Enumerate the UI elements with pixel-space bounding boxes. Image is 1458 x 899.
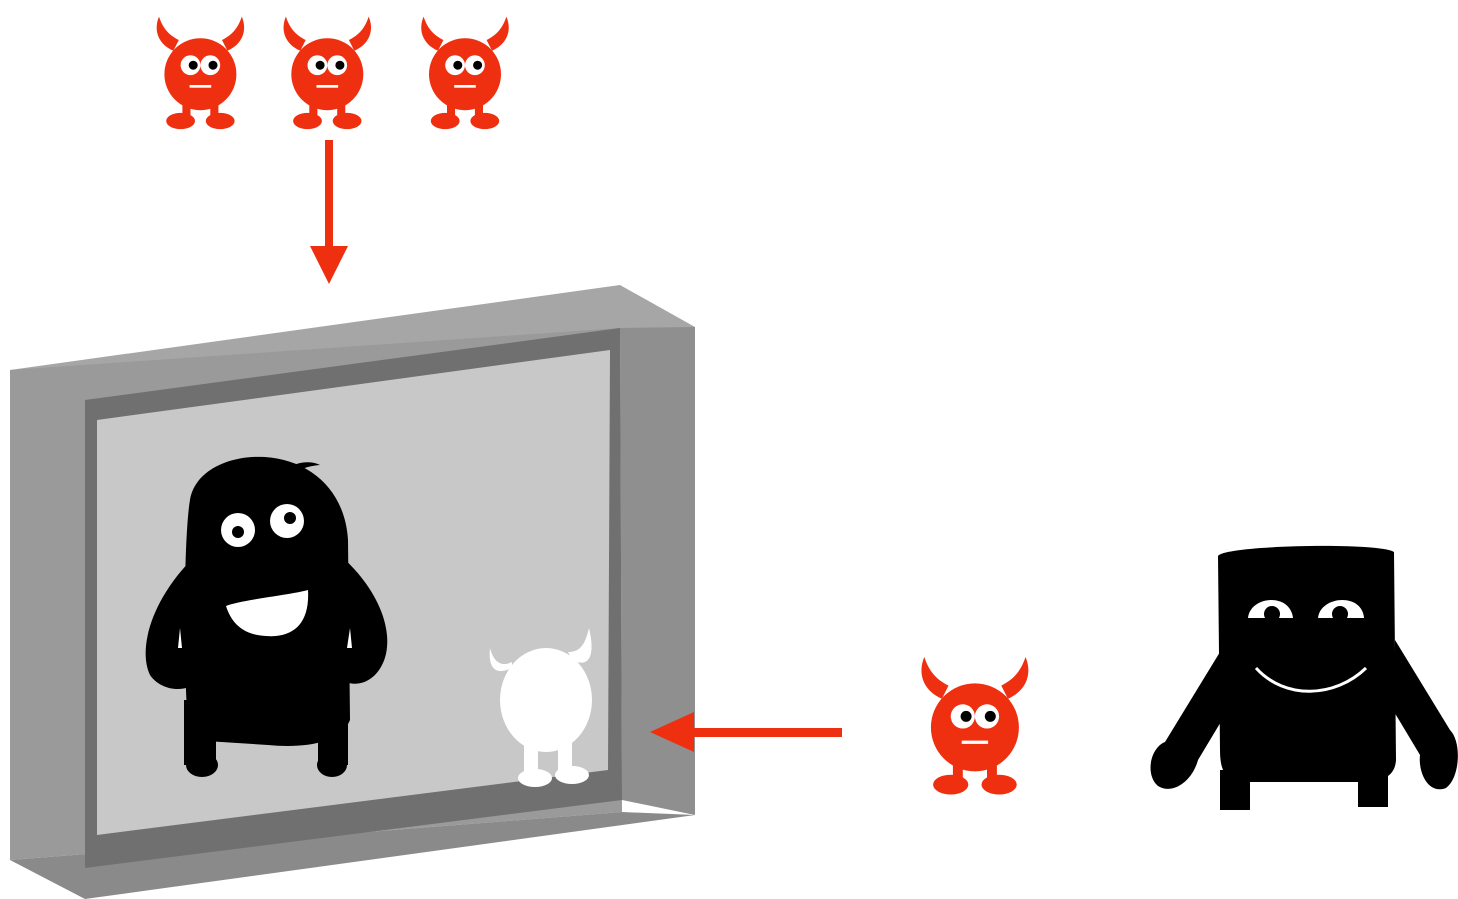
arrow-down-icon [310, 140, 348, 284]
devil-icon [421, 16, 509, 130]
white-devil-silhouette-icon [489, 628, 592, 787]
black-monster-icon [145, 456, 388, 777]
arrow-left-icon [650, 712, 842, 752]
black-square-monster-icon [1150, 545, 1458, 810]
devil-icon [283, 16, 372, 130]
devil-icon [921, 657, 1029, 795]
devil-icon [156, 16, 245, 130]
single-devil-group [921, 657, 1029, 795]
top-devil-group [156, 16, 509, 130]
